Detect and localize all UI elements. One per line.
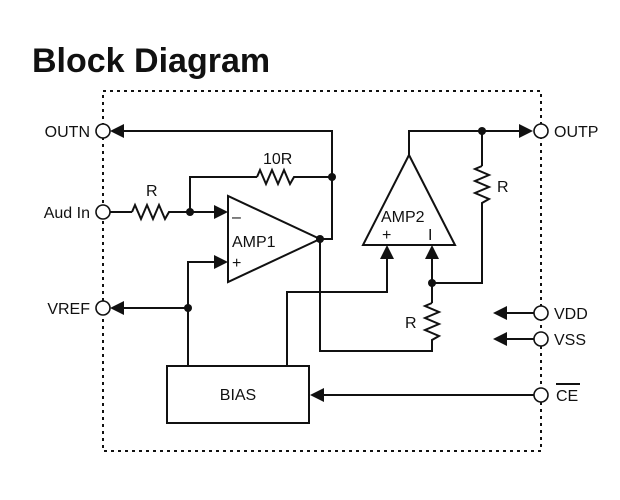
arrow-from-vss [493,332,507,346]
pin-vdd [533,305,549,321]
arrow-to-amp2-noninv [380,245,394,259]
junction-amp1-inv [186,208,194,216]
label-r-amp2-feedback: R [497,179,509,196]
wire-10r-left [189,176,257,212]
resistor-amp2-input [422,302,442,343]
wire-bias-to-amp2 [286,258,388,366]
arrow-to-bias [310,388,324,402]
bias-block [166,365,310,424]
wires [110,130,534,396]
amp1-label: AMP1 [232,234,276,251]
amp2-triangle [361,152,457,246]
arrow-to-outp [519,124,533,138]
arrow-from-vdd [493,306,507,320]
junctions [184,127,486,312]
pin-outp [533,123,549,139]
wire-amp1-to-outn [120,130,333,240]
label-vdd: VDD [554,306,588,323]
arrow-to-vref [110,301,124,315]
junction-vref [184,304,192,312]
amp2-inv-sign: I [428,227,432,244]
amp1-noninv-sign: + [232,255,241,272]
wire-amp1-to-r [319,239,433,352]
amp1-triangle [227,194,323,284]
label-vref: VREF [47,301,90,318]
arrow-to-amp1-noninv [214,255,228,269]
label-vss: VSS [554,332,586,349]
pin-ce [533,387,549,403]
bias-label: BIAS [220,387,256,404]
junction-amp2-inv [428,279,436,287]
pin-aud-in [95,204,111,220]
amp2-label: AMP2 [381,209,425,226]
chip-border [102,90,542,452]
resistor-amp2-feedback [472,165,492,206]
label-ce: CE [556,388,578,405]
resistor-feedback-10r [256,167,297,187]
arrowheads [110,124,533,402]
diagram-title: Block Diagram [32,42,270,80]
amp1-inv-sign: – [232,209,241,226]
pin-vref [95,300,111,316]
label-r-feedback: 10R [263,151,292,168]
junction-feedback [328,173,336,181]
pin-vss [533,331,549,347]
pin-outn [95,123,111,139]
wire-amp2-to-outp [408,130,522,155]
wire-amp2-fb-bottom [432,206,483,284]
label-r-input: R [146,183,158,200]
label-r-amp2-input: R [405,315,417,332]
amp2-noninv-sign: + [382,227,391,244]
label-aud-in: Aud In [44,205,90,222]
resistor-input [131,202,172,222]
junction-outp [478,127,486,135]
wire-bias-to-amp1 [187,261,218,366]
arrow-to-amp1-inv [214,205,228,219]
pins [95,123,549,403]
label-outp: OUTP [554,124,598,141]
junction-amp1-out [316,235,324,243]
label-outn: OUTN [45,124,90,141]
arrow-to-amp2-inv [425,245,439,259]
arrow-to-outn [110,124,124,138]
